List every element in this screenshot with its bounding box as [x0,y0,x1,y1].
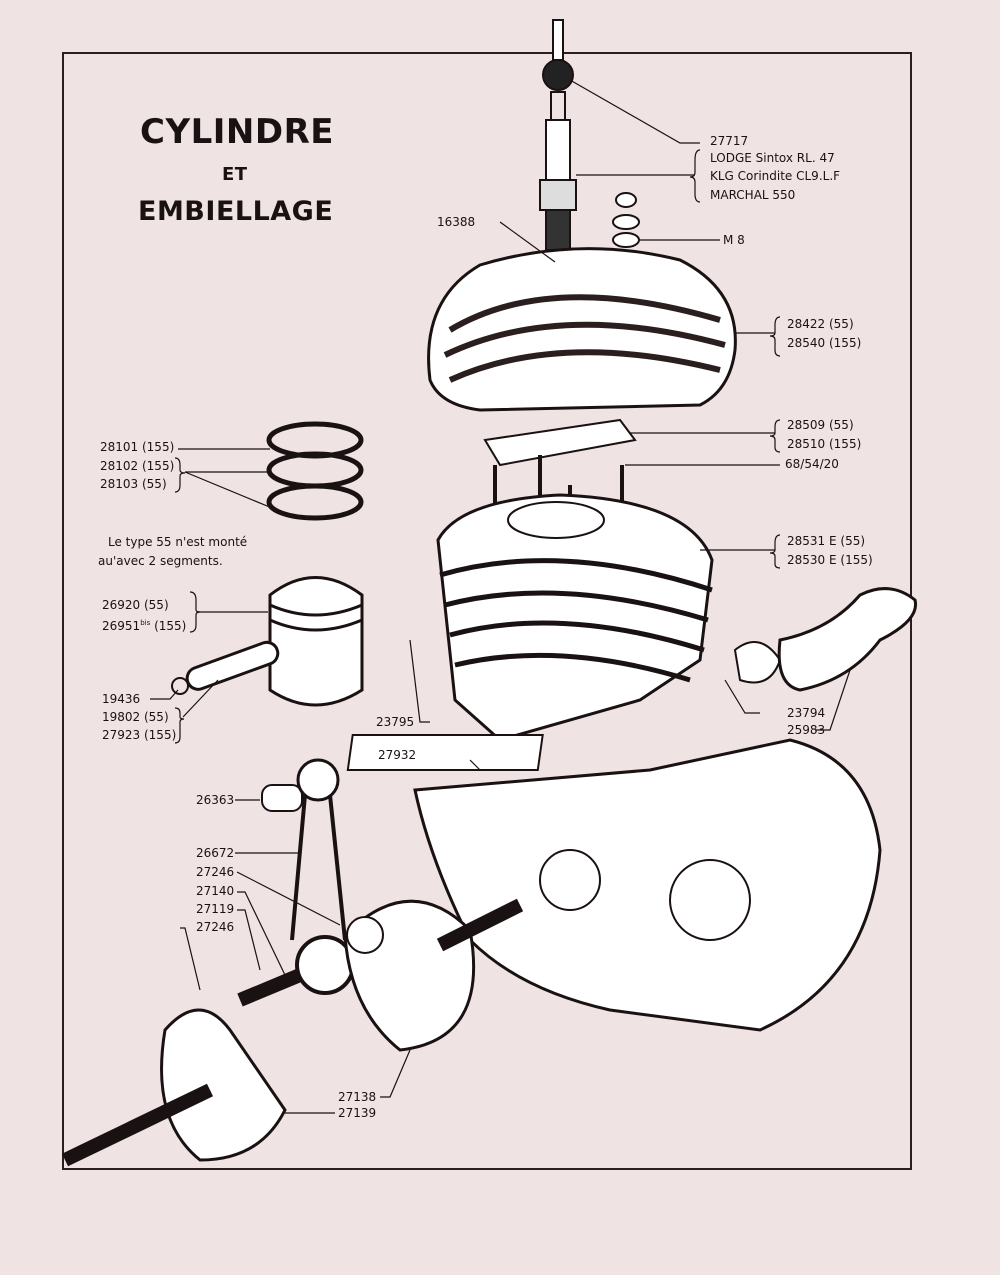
label-marchal: MARCHAL 550 [710,188,796,202]
label-head-gasket-155: 28510 (155) [787,437,862,451]
label-flywheel-right: 27138 [338,1090,377,1104]
segments-note: Le type 55 n'est monté au'avec 2 segment… [98,533,247,571]
piston-155-type: (155) [154,619,187,633]
label-cylinder-stud: 23795 [376,715,415,729]
cylinder [346,493,714,771]
title-line-3: EMBIELLAGE [138,196,334,227]
crankcase [413,738,882,1032]
label-head-155: 28540 (155) [787,336,862,350]
label-circlip: 19436 [102,692,141,706]
connecting-rod [261,758,355,995]
spark-plug [539,19,577,251]
label-lodge: LODGE Sintox RL. 47 [710,151,835,165]
piston-155-bis: bis [140,619,151,627]
label-washer-a: 27246 [196,865,235,879]
label-ring-2: 28102 (155) [100,459,175,473]
label-spark-plug: 27717 [710,134,749,148]
label-conrod: 26672 [196,846,235,860]
label-klg: KLG Corindite CL9.L.F [710,169,841,183]
label-crankpin: 27140 [196,884,235,898]
label-nut: M 8 [723,233,745,247]
head-gasket [483,418,637,467]
label-pin-55: 19802 (55) [102,710,169,724]
leader-lines [150,79,851,1114]
label-head-55: 28422 (55) [787,317,854,331]
label-plug-gasket: 16388 [437,215,476,229]
note-line-1: Le type 55 n'est monté [108,535,248,549]
title-line-2: ET [222,164,248,185]
label-studs: 68/54/20 [785,457,839,471]
label-cylinder-155: 28530 E (155) [787,553,873,567]
label-head-gasket-55: 28509 (55) [787,418,854,432]
label-ring-1: 28101 (155) [100,440,175,454]
nut-washers [612,192,640,248]
title-line-1: CYLINDRE [140,112,334,152]
label-washer-b: 27246 [196,920,235,934]
cylinder-head [427,247,737,412]
label-ring-3: 28103 (55) [100,477,167,491]
label-piston-155: 26951bis (155) [102,614,186,635]
piston [171,576,364,707]
note-line-2: au'avec 2 segments. [98,554,223,568]
piston-rings [266,421,364,521]
label-exhaust-gasket: 23794 [787,706,826,720]
label-base-gasket: 27932 [378,748,417,762]
exhaust-pipe [733,587,918,692]
label-cylinder-55: 28531 E (55) [787,534,866,548]
braces [174,149,781,744]
label-piston-55: 26920 (55) [102,598,169,612]
label-exhaust-pipe: 25983 [787,723,826,737]
piston-155-number: 26951 [102,619,141,633]
label-roller-cage: 27119 [196,902,235,916]
crankshaft [61,898,524,1167]
label-small-end-bush: 26363 [196,793,235,807]
label-flywheel-left: 27139 [338,1106,377,1120]
label-pin-155: 27923 (155) [102,728,177,742]
